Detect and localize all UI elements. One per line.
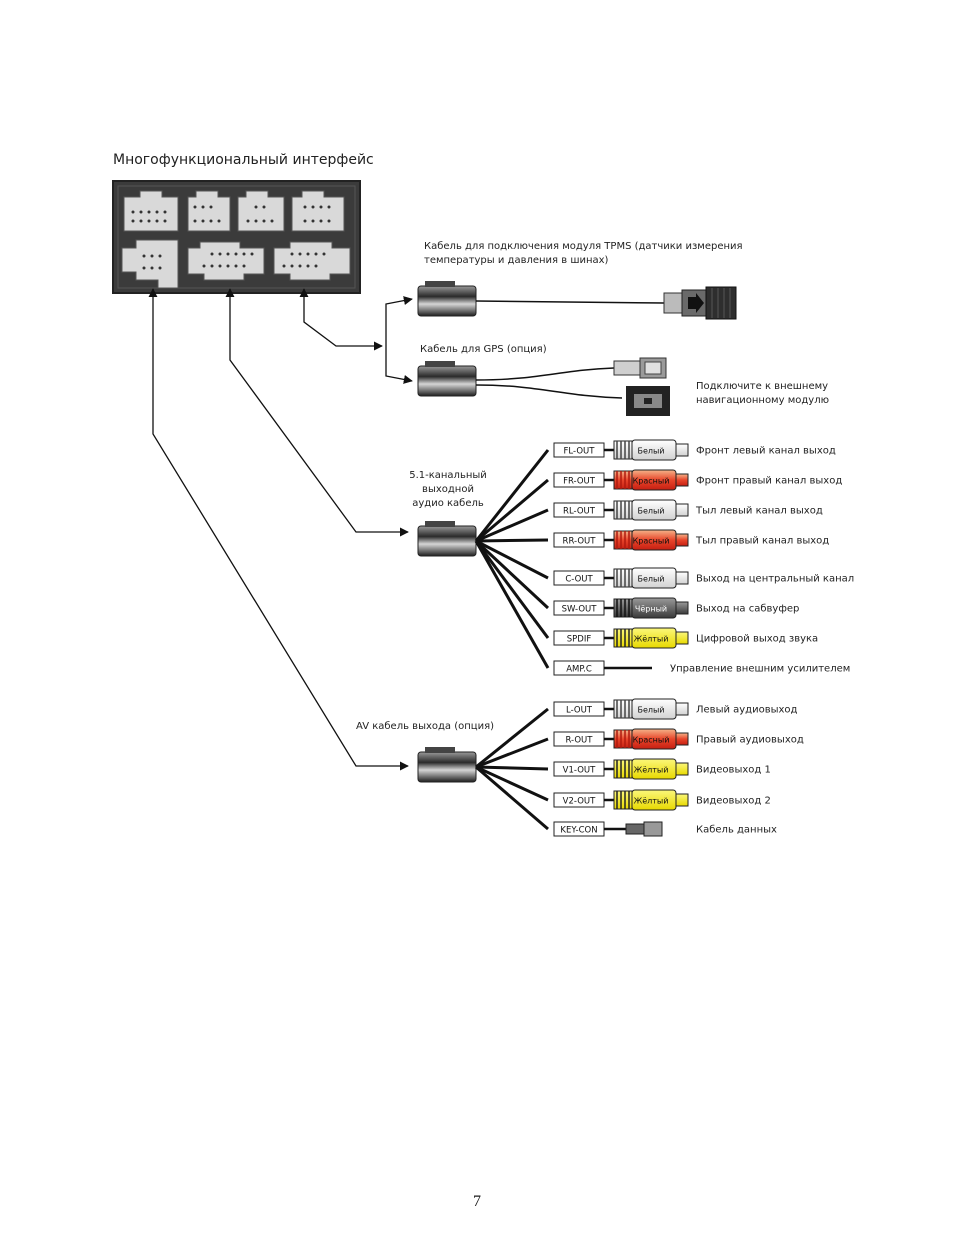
audio51-caption-line: выходной: [422, 484, 474, 495]
output-wire: [475, 478, 549, 543]
output-tag: V1-OUT: [563, 766, 596, 776]
output-wire: [475, 765, 549, 802]
output-tag: C-OUT: [565, 575, 593, 585]
output-tag: FL-OUT: [564, 447, 596, 457]
output-row: R-OUT Красный Правый аудиовыход: [475, 728, 804, 769]
gps-cable-caption: Кабель для GPS (опция): [420, 344, 547, 355]
output-row: KEY-CON Кабель данных: [475, 765, 777, 837]
page-number: 7: [473, 1193, 481, 1210]
av-cable-caption: AV кабель выхода (опция): [356, 721, 494, 732]
audio51-caption-line: 5.1-канальный: [409, 470, 487, 481]
output-row: V1-OUT Жёлтый Видеовыход 1: [475, 758, 771, 780]
av-cable: [417, 747, 477, 783]
plug-color-label: Красный: [633, 477, 670, 486]
diagram-title: Многофункциональный интерфейс: [113, 152, 374, 168]
output-wire: [475, 765, 549, 771]
output-tag: L-OUT: [566, 706, 593, 716]
rca-plug-icon: [613, 567, 689, 589]
data-connector-icon: [625, 823, 645, 835]
rca-plug-icon: [613, 439, 689, 461]
output-description: Тыл правый канал выход: [695, 536, 829, 547]
rca-plug-icon: [613, 627, 689, 649]
output-row: RL-OUT Белый Тыл левый канал выход: [475, 499, 823, 543]
output-description: Тыл левый канал выход: [695, 506, 823, 517]
output-wire: [474, 449, 550, 542]
output-tag: R-OUT: [566, 736, 594, 746]
rca-plug-icon: [613, 789, 689, 811]
output-description: Цифровой выход звука: [696, 634, 818, 645]
gps-cable: [417, 357, 670, 416]
audio51-outputs: FL-OUT Белый Фронт левый канал выходFR-OUT…: [474, 439, 854, 676]
tpms-cable-caption: Кабель для подключения модуля TPMS (датч…: [424, 241, 743, 266]
output-description: Видеовыход 1: [696, 765, 771, 776]
output-wire: [474, 539, 550, 610]
output-description: Выход на центральный канал: [696, 574, 854, 585]
output-wire: [475, 765, 549, 831]
output-tag: SPDIF: [567, 635, 592, 645]
interface-panel: [112, 180, 361, 294]
output-tag: KEY-CON: [560, 826, 597, 836]
tpms-cable: [417, 281, 737, 320]
output-wire: [475, 508, 549, 543]
plug-color-label: Красный: [633, 736, 670, 745]
rca-plug-icon: [613, 469, 689, 491]
output-description: Фронт левый канал выход: [696, 446, 836, 457]
output-row: SW-OUT Чёрный Выход на сабвуфер: [474, 539, 799, 619]
output-tag: RR-OUT: [563, 537, 597, 547]
output-row: RR-OUT Красный Тыл правый канал выход: [475, 529, 829, 551]
data-connector-head: [643, 821, 663, 837]
rca-plug-icon: [613, 499, 689, 521]
plug-color-label: Красный: [633, 537, 670, 546]
output-tag: AMP.C: [566, 665, 592, 675]
output-tag: SW-OUT: [562, 605, 598, 615]
rca-plug-icon: [613, 728, 689, 750]
output-tag: FR-OUT: [563, 477, 596, 487]
output-description: Управление внешним усилителем: [670, 664, 850, 675]
output-description: Фронт правый канал выход: [696, 476, 842, 487]
output-row: SPDIF Жёлтый Цифровой выход звука: [474, 540, 818, 649]
plug-color-label: Белый: [637, 706, 664, 715]
output-wire: [475, 707, 549, 769]
output-row: FR-OUT Красный Фронт правый канал выход: [475, 469, 842, 543]
plug-color-label: Чёрный: [635, 605, 667, 614]
plug-color-label: Жёлтый: [634, 797, 669, 806]
plug-color-label: Белый: [637, 447, 664, 456]
rca-plug-icon: [613, 529, 689, 551]
audio51-caption: 5.1-канальный выходной аудио кабель: [398, 469, 498, 511]
rca-plug-icon: [613, 758, 689, 780]
output-row: FL-OUT Белый Фронт левый канал выход: [474, 439, 836, 542]
output-row: AMP.C Управление внешним усилителем: [474, 540, 850, 676]
plug-color-label: Белый: [637, 507, 664, 516]
plug-color-label: Жёлтый: [634, 766, 669, 775]
output-tag: RL-OUT: [563, 507, 596, 517]
output-wire: [475, 539, 549, 580]
output-wire: [474, 540, 550, 639]
output-row: C-OUT Белый Выход на центральный канал: [475, 539, 854, 589]
audio51-caption-line: аудио кабель: [412, 498, 484, 509]
output-wire: [474, 540, 550, 669]
plug-color-label: Жёлтый: [634, 635, 669, 644]
audio51-cable: [417, 521, 477, 557]
output-row: L-OUT Белый Левый аудиовыход: [475, 698, 798, 769]
output-description: Кабель данных: [696, 825, 777, 836]
output-description: Выход на сабвуфер: [696, 604, 799, 615]
output-description: Видеовыход 2: [696, 796, 771, 807]
nav-module-caption: Подключите к внешнему навигационному мод…: [696, 381, 830, 406]
output-tag: V2-OUT: [563, 797, 596, 807]
connection-lines: [148, 288, 413, 771]
output-wire: [475, 538, 549, 543]
rca-plug-icon: [613, 597, 689, 619]
output-description: Правый аудиовыход: [696, 735, 804, 746]
output-wire: [475, 737, 549, 769]
rca-plug-icon: [613, 698, 689, 720]
plug-color-label: Белый: [637, 575, 664, 584]
output-description: Левый аудиовыход: [696, 705, 798, 716]
